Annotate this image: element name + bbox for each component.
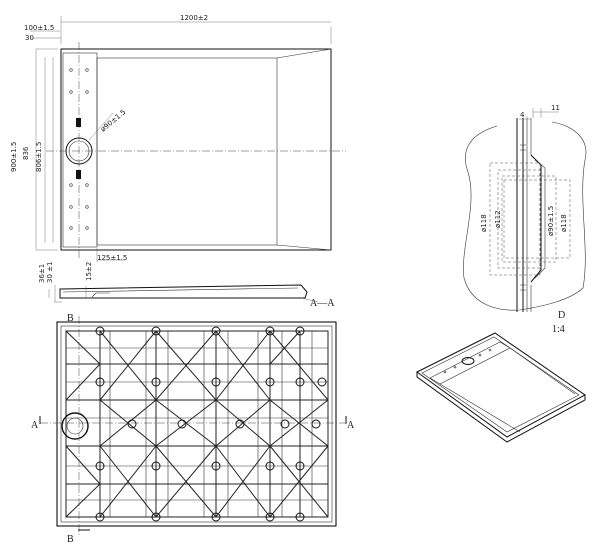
bottom-drain [61,412,89,440]
grid-ribs [65,330,329,518]
dim-125: 125±1.5 [97,254,127,262]
section-b-bottom: B [67,534,74,545]
dim-drain-diameter: ø90±1.5 [99,108,127,134]
bottom-outline [56,321,337,527]
tray-inner-surface [96,57,278,246]
dim-11: 11 [551,104,560,112]
section-a-right: A [347,420,355,431]
dim-inner: 806±1.5 [35,142,43,172]
dim-30: 30 [25,34,34,42]
dim-width: 900±1.5 [10,142,18,172]
dim-30-side: 30 ±1 [46,262,54,283]
dim-length: 1200±2 [180,14,208,22]
channel-holes [69,68,89,230]
side-view: 36±1 30 ±1 15±2 A—A [38,262,335,309]
detail-boundary [463,121,587,311]
dim-4: 4 [520,111,525,119]
detail-label: D [558,310,565,321]
bottom-view: B B A A [31,313,355,545]
bottom-grid [65,330,329,518]
dim-118-right: ø118 [560,214,568,232]
profile [59,284,308,299]
dim-offset: 100±1.5 [24,24,54,32]
dim-15: 15±2 [85,262,93,281]
dim-112: ø112 [494,210,502,228]
section-a-left: A [31,420,39,431]
top-view: 1200±2 100±1.5 30 900±1.5 836 806±1.5 ø9… [10,14,346,262]
channel-profile [516,118,546,312]
section-label-aa: A—A [310,298,335,309]
detail-view-d: ø118 ø112 ø90±1.5 ø118 4 11 D 1:4 [463,104,587,335]
iso-drain [461,357,475,365]
dim-36: 36±1 [38,264,46,283]
dim-836: 836 [22,146,30,160]
tray-outline [60,48,332,251]
support-bosses [95,326,327,522]
dim-118-outer: ø118 [480,214,488,232]
dim-90-detail: ø90±1.5 [547,206,555,236]
detail-scale: 1:4 [552,324,565,335]
isometric-view [416,332,586,443]
section-b-top: B [67,313,74,324]
